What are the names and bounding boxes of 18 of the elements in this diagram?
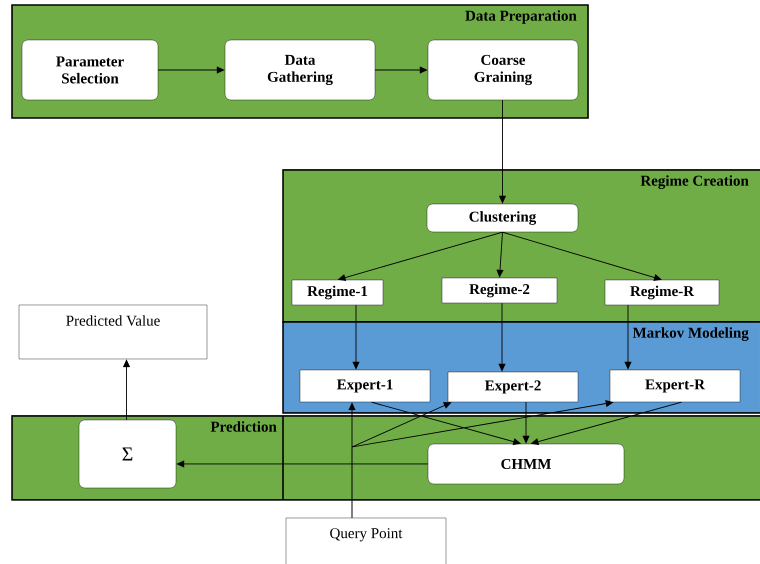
process-box: Regime-2	[442, 278, 558, 304]
io-box: Predicted Value	[18, 304, 208, 360]
process-box: Parameter Selection	[22, 40, 158, 100]
process-box: Regime-R	[604, 280, 720, 306]
process-box: Σ	[78, 420, 176, 488]
section-heading: Data Preparation	[465, 10, 577, 24]
section-heading: Markov Modeling	[632, 327, 749, 341]
process-box: Expert-R	[610, 370, 740, 402]
process-box: CHMM	[428, 444, 624, 484]
io-box: Query Point	[286, 518, 446, 564]
process-box: Regime-1	[292, 280, 384, 306]
section-heading: Prediction	[210, 421, 277, 432]
process-box: Clustering	[426, 204, 578, 232]
process-box: Coarse Graining	[428, 40, 578, 100]
process-box: Expert-2	[448, 372, 578, 402]
process-box: Expert-1	[300, 370, 430, 402]
section-heading: Regime Creation	[640, 175, 749, 189]
process-box: Data Gathering	[224, 40, 376, 100]
